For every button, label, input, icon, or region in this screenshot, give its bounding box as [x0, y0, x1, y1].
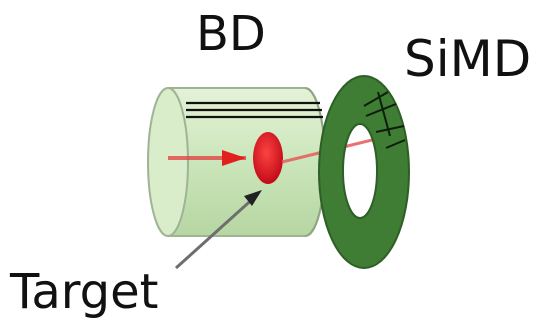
- strip-lines: [186, 101, 323, 119]
- simd-segment-lines: [363, 91, 406, 149]
- beam-arrowhead: [222, 150, 246, 166]
- simd-ring: [318, 74, 410, 270]
- target-pointer-arrowhead: [244, 190, 262, 206]
- target-label: Target: [10, 264, 159, 320]
- simd-label: SiMD: [404, 30, 532, 88]
- target-disk: [253, 132, 283, 184]
- bd-label: BD: [196, 6, 266, 62]
- bd-cylinder: [147, 87, 326, 237]
- target-pointer-line: [174, 194, 258, 270]
